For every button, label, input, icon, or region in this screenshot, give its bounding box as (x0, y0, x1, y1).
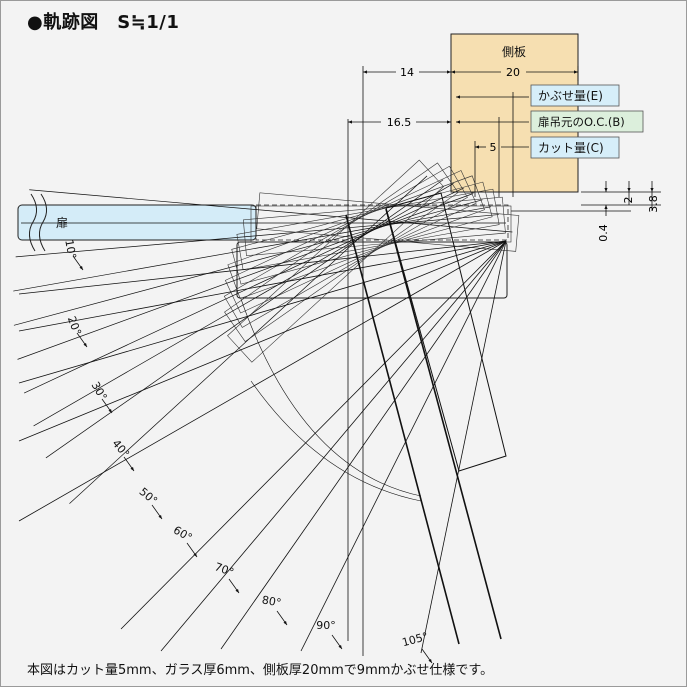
trajectory-line (18, 240, 507, 332)
angle-label-7: 70° (213, 560, 236, 579)
angle-label-2: 20° (65, 314, 84, 337)
callout-overlay-box (530, 84, 620, 107)
trajectory-line (160, 240, 507, 652)
callout-pivot: 扉吊元のO.C.(B) (538, 115, 625, 129)
door-position-90 (45, 162, 459, 459)
sweep-arc-2 (250, 380, 422, 502)
dim-20: 20 (506, 66, 520, 79)
trajectory-line (420, 240, 507, 654)
angle-arrow-8 (276, 610, 288, 626)
door-cut-outline (255, 204, 509, 241)
door-position-60 (17, 175, 485, 360)
angle-label-1: 10° (62, 239, 78, 260)
side-panel-label: 側板 (502, 45, 526, 59)
callout-overlay: かぶせ量(E) (538, 89, 603, 103)
door-edge-105b (385, 208, 502, 640)
angle-label-4: 40° (109, 437, 131, 460)
door-edge-105 (345, 214, 460, 645)
dim-0-4: 0.4 (597, 224, 610, 242)
right-dimensions (511, 181, 661, 216)
trajectory-lines (13, 159, 520, 654)
door-position-40 (13, 188, 500, 292)
angle-arrow-7 (228, 578, 240, 594)
angle-arrow-10 (421, 648, 433, 664)
dim-2: 2 (622, 197, 635, 204)
angle-arrow-4 (123, 456, 135, 472)
dim-3-8: 3.8 (647, 195, 660, 213)
angle-label-5: 50° (137, 485, 160, 507)
angle-arrow-3 (101, 398, 113, 414)
angle-arrow-6 (186, 542, 198, 558)
trajectory-line (18, 240, 507, 442)
dim-16-5: 16.5 (387, 116, 412, 129)
dim-5: 5 (490, 141, 497, 154)
trajectory-line (300, 240, 507, 652)
angle-label-6: 60° (171, 523, 194, 544)
break-mark (29, 193, 37, 252)
callout-cut-box (530, 136, 620, 159)
dim-14: 14 (400, 66, 414, 79)
door-position-50 (13, 181, 493, 326)
page-title: ●軌跡図 S≒1/1 (27, 12, 180, 33)
angle-label-8: 80° (261, 593, 282, 609)
angle-arrow-2 (76, 332, 88, 348)
trajectory-line (18, 240, 507, 522)
door-glass (17, 204, 257, 241)
trajectory-line (120, 240, 507, 630)
door-position-80 (33, 165, 468, 427)
break-mark-2 (39, 193, 47, 252)
angle-arrow-1 (72, 255, 84, 271)
door-position-105 (69, 159, 444, 504)
angle-arrow-9 (331, 634, 343, 650)
angle-arrow-5 (151, 504, 163, 520)
trajectory-line (18, 240, 507, 295)
caption: 本図はカット量5mm、ガラス厚6mm、側板厚20mmで9mmかぶせ仕様です。 (27, 663, 494, 678)
callout-pivot-box (530, 110, 644, 133)
trajectory-line (18, 240, 507, 384)
angle-label-3: 30° (89, 380, 110, 403)
trajectory-line (220, 240, 507, 650)
door-rotated-outline (385, 192, 507, 472)
sweep-arc (240, 298, 422, 497)
angle-label-10: 105° (401, 630, 430, 649)
callout-cut: カット量(C) (538, 141, 604, 155)
angle-label-9: 90° (316, 619, 336, 632)
